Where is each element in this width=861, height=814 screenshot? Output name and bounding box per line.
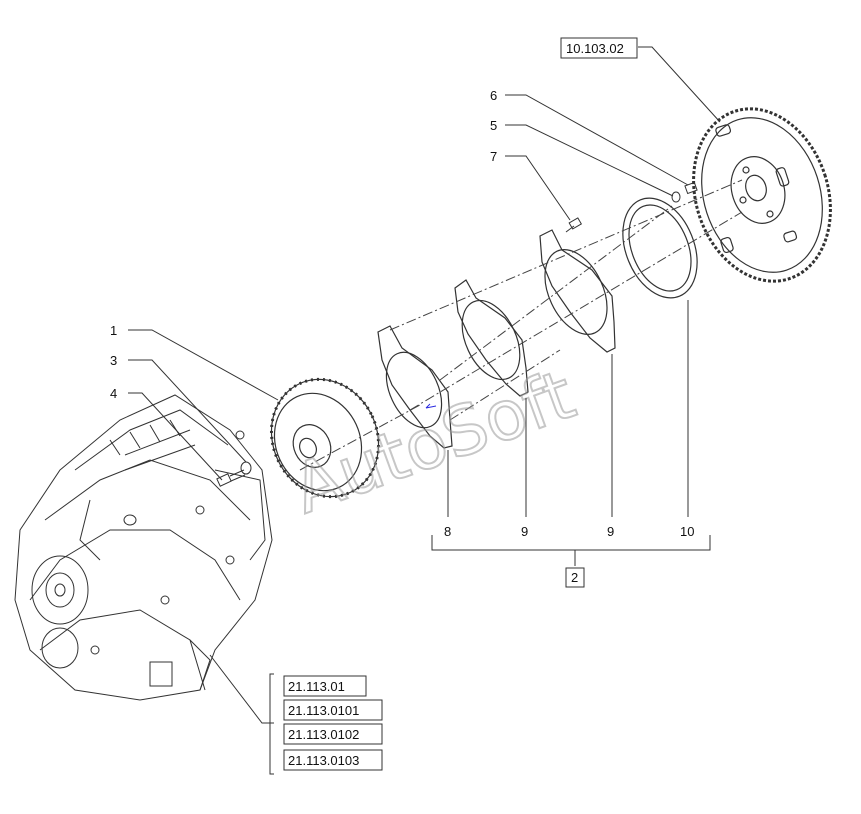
ref-list-item-label: 21.113.0101 bbox=[288, 703, 359, 718]
callout-8: 8 bbox=[444, 524, 451, 539]
ref-list-item-label: 21.113.0103 bbox=[288, 753, 359, 768]
ref-list-item[interactable]: 21.113.01 bbox=[283, 675, 367, 697]
callout-1: 1 bbox=[110, 323, 117, 338]
watermark-text: AutoSoft bbox=[283, 356, 584, 530]
ref-list: 21.113.01 21.113.0101 21.113.0102 21.113… bbox=[283, 675, 383, 771]
ref-box-group-label: 2 bbox=[571, 570, 578, 585]
flywheel bbox=[692, 107, 832, 283]
ref-list-item[interactable]: 21.113.0101 bbox=[283, 699, 383, 721]
torque-converter bbox=[269, 377, 381, 499]
ref-list-item-label: 21.113.0102 bbox=[288, 727, 359, 742]
callout-3: 3 bbox=[110, 353, 117, 368]
drive-plate-part-9-a bbox=[454, 279, 529, 397]
bolt-part-7 bbox=[565, 217, 583, 233]
callout-9-b: 9 bbox=[607, 524, 614, 539]
ref-box-top-label: 10.103.02 bbox=[566, 41, 624, 56]
assembly-centerlines bbox=[299, 179, 743, 471]
drive-plate-part-9-b bbox=[539, 229, 616, 353]
transmission-housing bbox=[14, 394, 273, 701]
ref-list-item[interactable]: 21.113.0102 bbox=[283, 723, 383, 745]
callout-10: 10 bbox=[680, 524, 694, 539]
drive-plate-part-8 bbox=[377, 325, 453, 449]
callout-4: 4 bbox=[110, 386, 117, 401]
spacer-ring-part-10 bbox=[622, 197, 698, 299]
bolt-part-6 bbox=[684, 181, 698, 195]
washer-part-3 bbox=[240, 461, 252, 475]
washer-part-5 bbox=[671, 191, 681, 203]
ref-box-group[interactable]: 2 bbox=[565, 567, 585, 588]
small-arrow bbox=[425, 403, 437, 409]
bolt-part-4 bbox=[216, 469, 246, 487]
ref-list-item-label: 21.113.01 bbox=[288, 679, 345, 694]
callout-7: 7 bbox=[490, 149, 497, 164]
callout-9-a: 9 bbox=[521, 524, 528, 539]
callout-5: 5 bbox=[490, 118, 497, 133]
ref-list-item[interactable]: 21.113.0103 bbox=[283, 749, 383, 771]
leader-lines bbox=[128, 46, 721, 775]
callout-6: 6 bbox=[490, 88, 497, 103]
ref-box-top[interactable]: 10.103.02 bbox=[560, 37, 638, 59]
